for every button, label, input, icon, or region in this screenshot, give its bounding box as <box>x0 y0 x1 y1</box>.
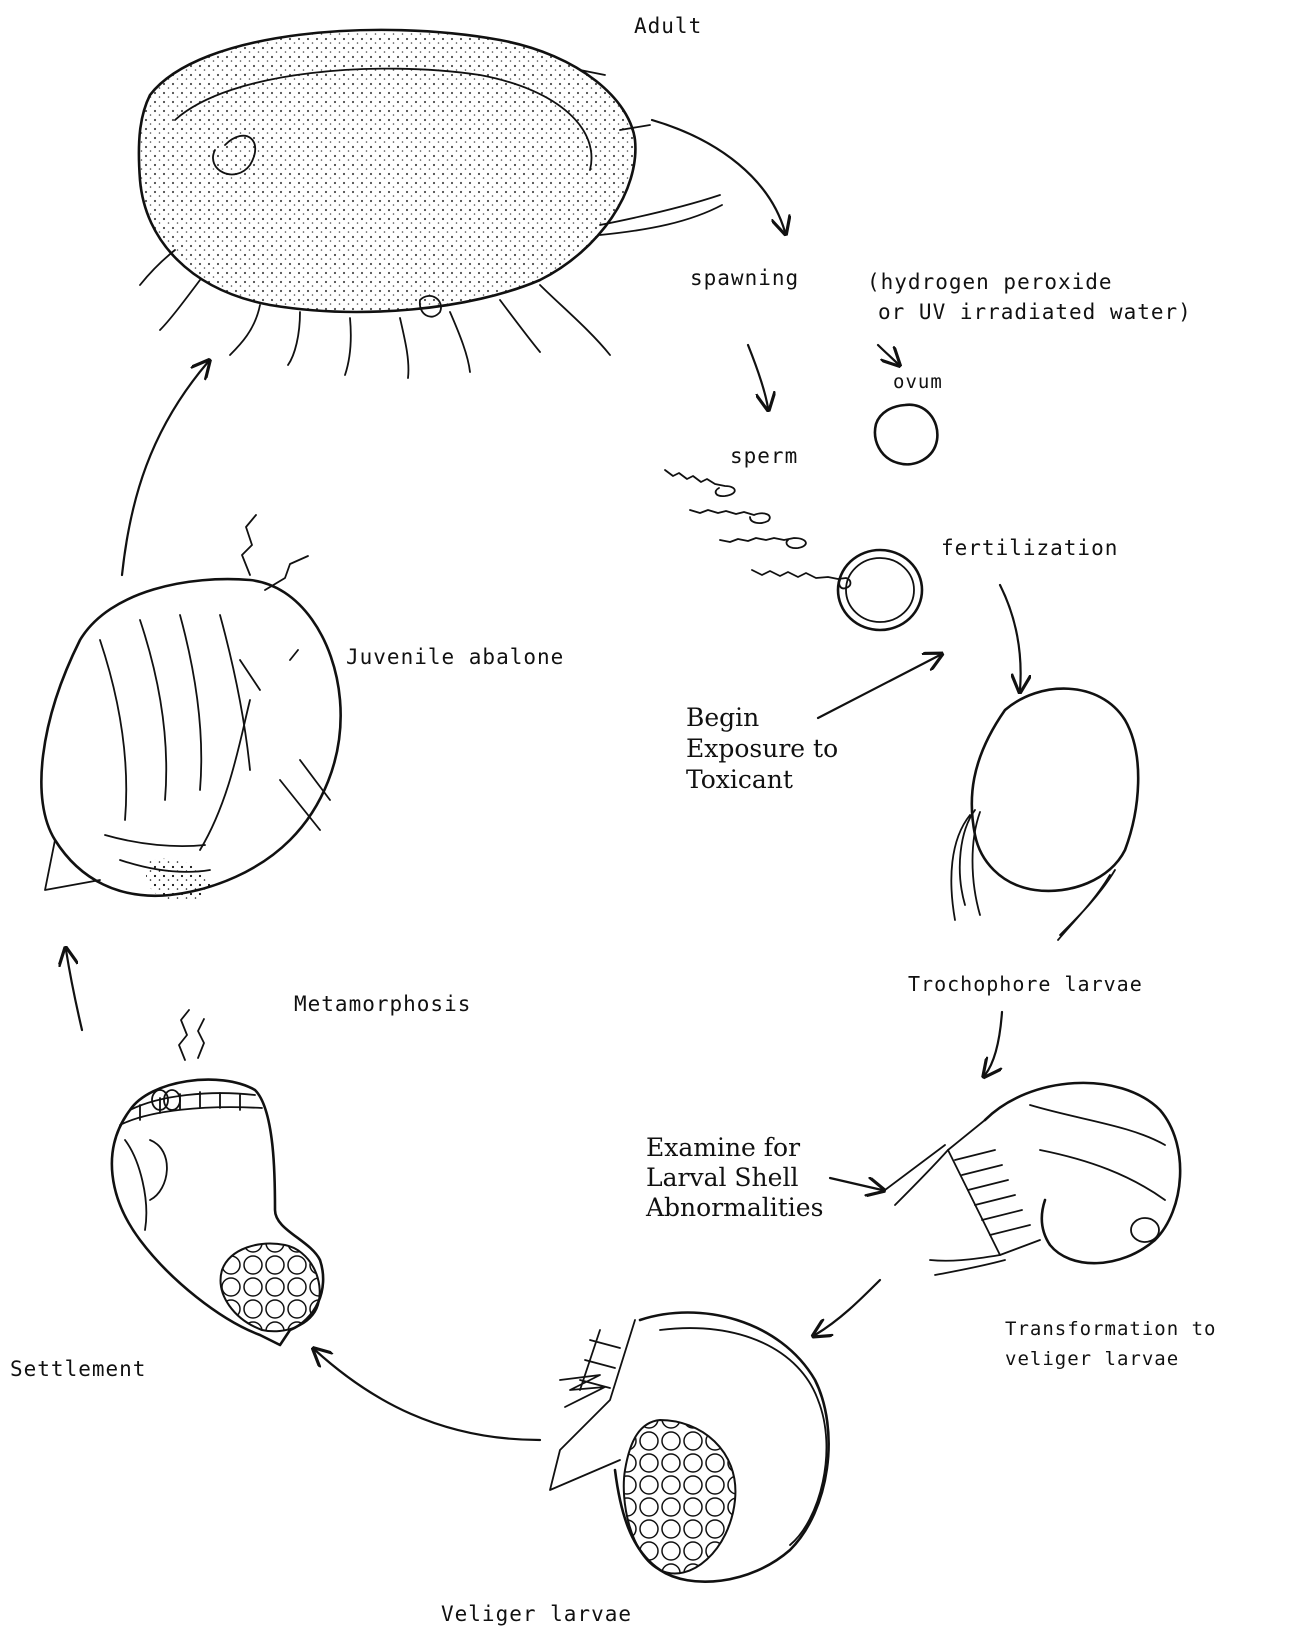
arrow-fertilization-to-trochophore <box>1000 585 1021 690</box>
arrow-settlement-to-juvenile <box>66 950 82 1030</box>
adult-abalone-illustration <box>139 30 722 378</box>
transformation-larva-illustration <box>885 1083 1180 1275</box>
exposure-line1: Begin <box>686 702 759 734</box>
sperm-illustration <box>665 470 806 548</box>
exposure-line3: Toxicant <box>686 764 793 796</box>
spawning-label: spawning <box>690 266 799 290</box>
adult-label: Adult <box>634 14 702 38</box>
arrow-spawning-to-sperm <box>748 345 768 408</box>
ovum-label: ovum <box>893 371 943 393</box>
metamorphosis-label: Metamorphosis <box>294 992 471 1016</box>
arrow-to-ovum <box>878 345 898 364</box>
arrow-trochophore-to-transformation <box>985 1012 1002 1075</box>
arrow-exposure <box>818 655 940 718</box>
examine-line1: Examine for <box>646 1132 800 1164</box>
examine-line2: Larval Shell <box>646 1162 798 1194</box>
sperm-label: sperm <box>730 444 798 468</box>
juvenile-illustration <box>41 515 340 901</box>
exposure-line2: Exposure to <box>686 733 838 765</box>
arrow-transformation-to-veliger <box>815 1280 880 1335</box>
settlement-larva-illustration <box>112 1010 323 1345</box>
arrow-examine <box>830 1178 882 1190</box>
trochophore-label: Trochophore larvae <box>908 972 1143 996</box>
veliger-label: Veliger larvae <box>441 1602 632 1626</box>
arrow-adult-to-spawning <box>652 120 785 232</box>
veliger-illustration <box>550 1313 829 1582</box>
transformation-line1: Transformation to <box>1005 1318 1216 1340</box>
spawning-note-line1: (hydrogen peroxide <box>867 270 1113 294</box>
arrow-veliger-to-settlement <box>315 1350 540 1440</box>
arrow-juvenile-to-adult <box>122 362 208 575</box>
trochophore-illustration <box>951 689 1138 940</box>
ovum-illustration <box>875 405 937 465</box>
settlement-label: Settlement <box>10 1357 146 1381</box>
examine-line3: Abnormalities <box>646 1192 823 1224</box>
fertilization-label: fertilization <box>941 536 1118 560</box>
fertilized-egg-illustration <box>752 550 922 630</box>
spawning-note-line2: or UV irradiated water) <box>878 300 1192 324</box>
transformation-line2: veliger larvae <box>1005 1348 1179 1370</box>
juvenile-label: Juvenile abalone <box>346 645 564 669</box>
